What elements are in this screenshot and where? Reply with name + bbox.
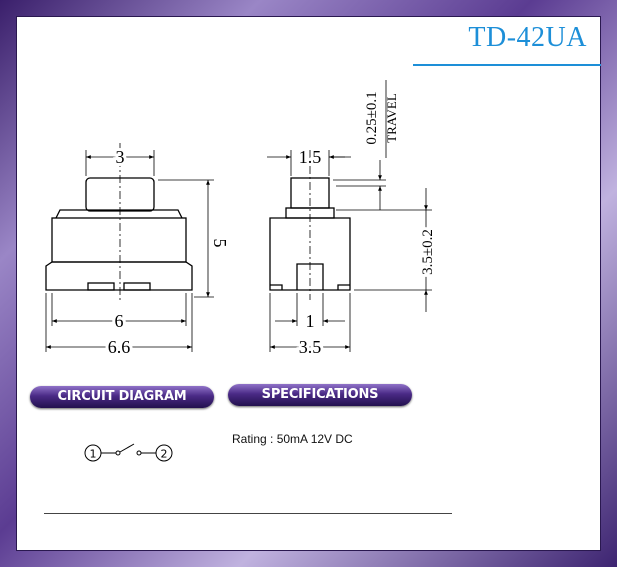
front-view xyxy=(45,143,214,352)
dim-front-base-width: 6.6 xyxy=(108,337,131,357)
dim-side-top-width: 1.5 xyxy=(299,147,322,167)
dim-front-height: 5 xyxy=(210,239,230,248)
circuit-diagram-badge: CIRCUIT DIAGRAM xyxy=(30,386,214,408)
terminal-1-label: 1 xyxy=(90,448,97,461)
footer-rule xyxy=(44,513,452,514)
rating-text: Rating : 50mA 12V DC xyxy=(232,432,353,446)
title-underline xyxy=(413,64,601,66)
terminal-2-label: 2 xyxy=(161,448,168,461)
side-view xyxy=(267,150,432,352)
specifications-badge: SPECIFICATIONS xyxy=(228,384,412,406)
dim-front-width: 6 xyxy=(115,311,124,331)
dim-front-top-width: 3 xyxy=(116,147,125,167)
dim-side-slot-width: 1 xyxy=(306,311,315,331)
dim-travel-label: TRAVEL xyxy=(384,93,399,143)
dim-side-height: 3.5±0.2 xyxy=(420,229,436,275)
dim-travel: 0.25±0.1 xyxy=(364,91,380,144)
model-title: TD-42UA xyxy=(468,22,587,53)
switch-symbol: 1 2 xyxy=(84,443,173,462)
dim-side-width: 3.5 xyxy=(299,337,322,357)
